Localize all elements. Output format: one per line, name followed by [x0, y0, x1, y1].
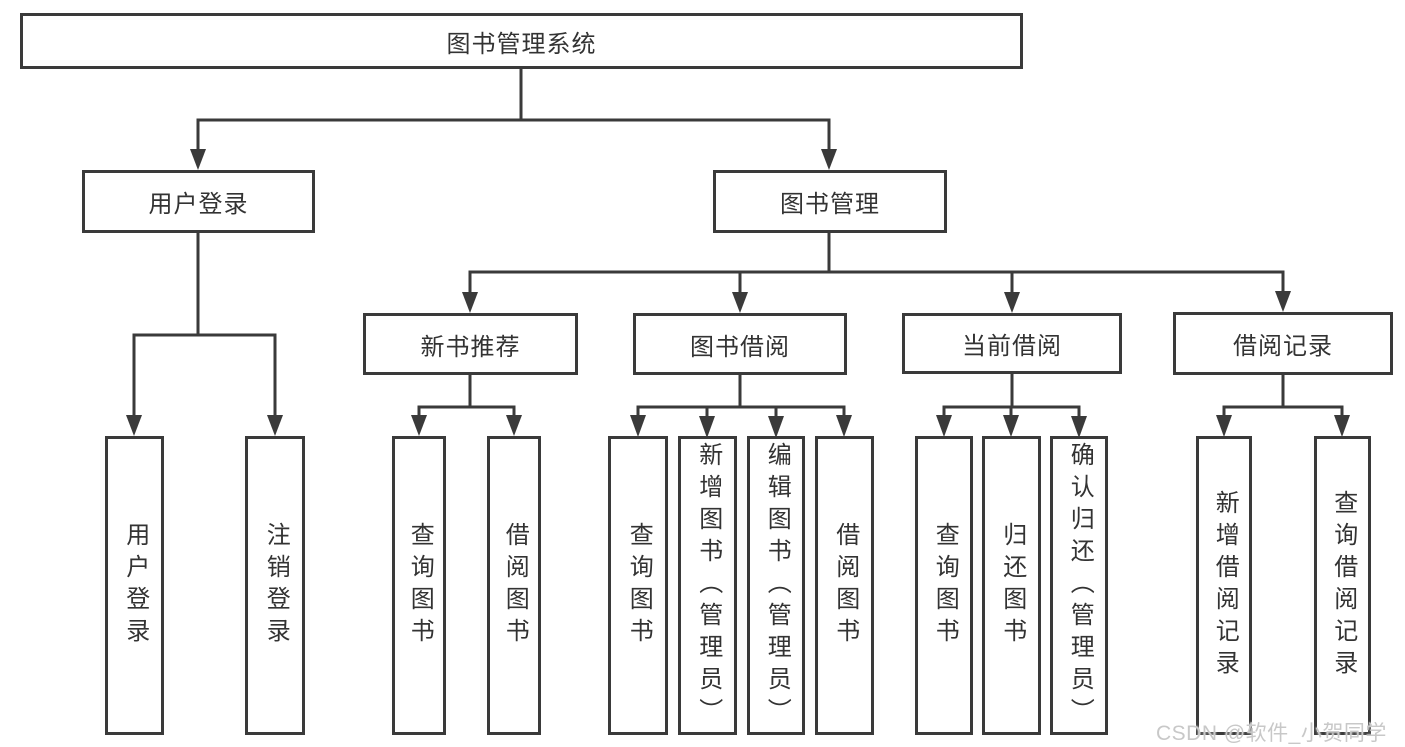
leaf-user-login: 用户登录: [105, 436, 164, 735]
leaf-borrowing-query-book: 查询图书: [608, 436, 668, 735]
leaf-newbook-query-book: 查询图书: [392, 436, 446, 735]
leaf-label: 新增借阅记录: [1211, 489, 1239, 682]
connector-group-current-borrow: [936, 374, 1087, 438]
leaf-label: 查询借阅记录: [1329, 489, 1357, 682]
arrowhead-icon: [1004, 292, 1020, 313]
arrowhead-icon: [699, 416, 715, 438]
connector-group-user-login: [126, 233, 283, 436]
arrowhead-icon: [267, 415, 283, 436]
leaf-label: 注销登录: [262, 521, 290, 650]
arrowhead-icon: [506, 415, 522, 436]
leaf-label: 确认归还（管理员）: [1066, 441, 1094, 730]
leaf-logout: 注销登录: [245, 436, 305, 735]
arrowhead-icon: [462, 292, 478, 313]
arrowhead-icon: [630, 415, 646, 437]
node-new-book-recommendation: 新书推荐: [363, 313, 578, 375]
csdn-watermark: CSDN @软件_小贺同学: [1156, 722, 1387, 745]
leaf-label: 借阅图书: [831, 521, 859, 650]
arrowhead-icon: [821, 149, 837, 170]
leaf-current-confirm-return-admin: 确认归还（管理员）: [1050, 436, 1108, 735]
node-book-management: 图书管理: [713, 170, 947, 233]
arrowhead-icon: [836, 415, 852, 437]
leaf-label: 新增图书（管理员）: [694, 441, 722, 730]
connector-group-root: [190, 69, 837, 170]
leaf-label: 查询图书: [625, 521, 653, 650]
node-book-borrowing: 图书借阅: [633, 313, 847, 375]
arrowhead-icon: [411, 415, 427, 436]
leaf-borrowing-borrow-book: 借阅图书: [815, 436, 874, 735]
connector-group-book-management: [462, 233, 1291, 313]
connector-group-borrow-record: [1216, 375, 1350, 437]
arrowhead-icon: [936, 415, 952, 437]
arrowhead-icon: [1003, 415, 1019, 437]
node-borrowing-records: 借阅记录: [1173, 312, 1393, 375]
arrowhead-icon: [1275, 291, 1291, 312]
arrowhead-icon: [732, 292, 748, 313]
arrowhead-icon: [126, 415, 142, 436]
connector-group-new-book: [411, 375, 522, 436]
leaf-record-add-borrow-record: 新增借阅记录: [1196, 436, 1252, 735]
arrowhead-icon: [1216, 415, 1232, 437]
arrowhead-icon: [190, 149, 206, 170]
leaf-current-query-book: 查询图书: [915, 436, 973, 735]
leaf-label: 归还图书: [998, 521, 1026, 650]
leaf-borrowing-add-book-admin: 新增图书（管理员）: [678, 436, 737, 735]
node-user-login: 用户登录: [82, 170, 315, 233]
leaf-label: 用户登录: [121, 521, 149, 650]
arrowhead-icon: [768, 416, 784, 438]
leaf-label: 借阅图书: [501, 521, 529, 650]
leaf-current-return-book: 归还图书: [982, 436, 1041, 735]
arrowhead-icon: [1071, 416, 1087, 438]
leaf-label: 查询图书: [406, 521, 434, 650]
leaf-label: 查询图书: [931, 521, 959, 650]
leaf-borrowing-edit-book-admin: 编辑图书（管理员）: [747, 436, 805, 735]
leaf-record-query-borrow-record: 查询借阅记录: [1314, 436, 1371, 735]
node-current-borrowing: 当前借阅: [902, 313, 1122, 374]
node-library-system: 图书管理系统: [20, 13, 1023, 69]
leaf-newbook-borrow-book: 借阅图书: [487, 436, 541, 735]
connector-group-book-borrow: [630, 375, 852, 438]
arrowhead-icon: [1334, 415, 1350, 437]
leaf-label: 编辑图书（管理员）: [763, 441, 791, 730]
